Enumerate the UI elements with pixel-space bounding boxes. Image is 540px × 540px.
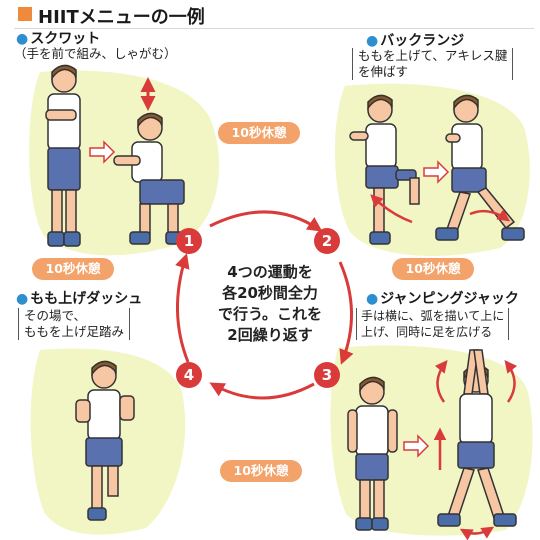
squat-figure-standing: [45, 64, 81, 247]
squat-figure-crouch: [113, 112, 187, 245]
bullet-icon: ●: [16, 31, 29, 47]
step-badge-1: 1: [176, 228, 202, 254]
jack-leg-arrow: [459, 526, 495, 540]
rest-pill-3: 10秒休憩: [392, 258, 474, 280]
jack-figure-closed: [347, 376, 398, 531]
exercise-title-back-lunge: ●バックランジ: [366, 33, 465, 49]
lunge-curve-arrow: [370, 194, 413, 224]
lunge-figure-knee-up: [349, 94, 420, 245]
step-badge-3: 3: [314, 362, 340, 388]
flow-arc-3-4: [209, 382, 315, 400]
exercise-desc-squat: （手を前で組み、しゃがむ）: [14, 46, 177, 61]
exercise-title-knee-dash: ●もも上げダッシュ: [16, 291, 143, 307]
jack-figure-open: [437, 349, 517, 527]
flow-arc-1-2: [209, 210, 323, 232]
bullet-icon: ●: [366, 33, 379, 49]
page-title: HIITメニューの一例: [38, 7, 205, 28]
center-instructions: 4つの運動を 各20秒間全力 で行う。これを 2回繰り返す: [217, 263, 323, 344]
bullet-icon: ●: [16, 291, 29, 307]
exercise-desc-jumping-jack: 手は横に、弧を描いて上に 上げ、同時に足を広げる: [356, 308, 510, 340]
lunge-transition-arrow: [423, 160, 450, 184]
exercise-desc-back-lunge: ももを上げて、アキレス腱 を伸ばす: [352, 48, 514, 80]
flow-arc-2-3: [338, 261, 354, 365]
jack-arm-arc-left: [434, 360, 448, 403]
header-square-icon: [18, 7, 32, 21]
flow-arc-4-1: [175, 253, 190, 363]
rest-pill-4: 10秒休憩: [220, 460, 302, 482]
step-badge-2: 2: [314, 228, 340, 254]
step-badge-4: 4: [176, 362, 202, 388]
squat-transition-arrow: [89, 140, 116, 164]
header-bar: HIITメニューの一例: [14, 2, 534, 29]
bullet-icon: ●: [366, 291, 379, 307]
rest-pill-1: 10秒休憩: [218, 122, 300, 144]
knee-dash-figure: [75, 360, 135, 521]
exercise-title-squat: ●スクワット: [16, 31, 101, 47]
exercise-title-jumping-jack: ●ジャンピングジャック: [366, 291, 519, 307]
jack-transition-arrow: [403, 434, 430, 458]
exercise-desc-knee-dash: その場で、 ももを上げ足踏み: [18, 308, 131, 340]
rest-pill-2: 10秒休憩: [32, 258, 114, 280]
jack-arm-arc-right: [504, 360, 518, 403]
lunge-leg-arrow: [469, 209, 511, 222]
